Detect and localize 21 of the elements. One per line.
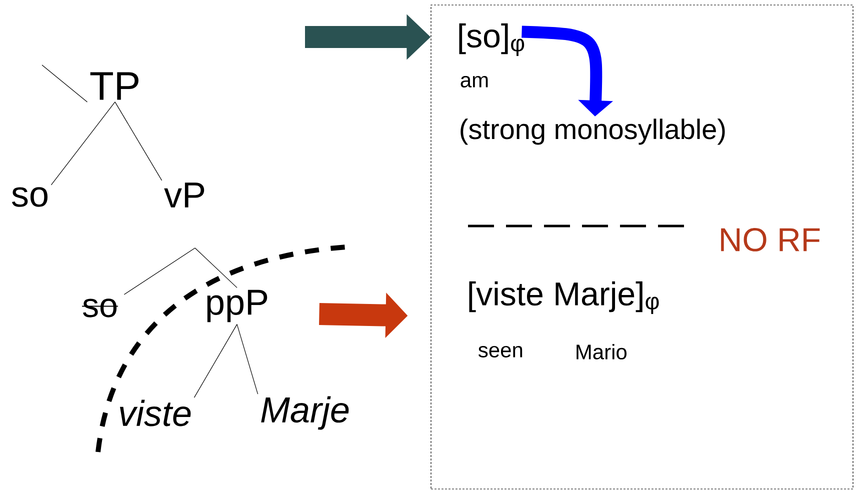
phrase-text: [so]$_{φ}$ — [459, 23, 524, 56]
tree-label: TP — [90, 72, 138, 100]
tree-label: vP — [164, 182, 204, 208]
branch-line — [194, 324, 238, 398]
gloss-text: seen — [478, 346, 522, 358]
dashed-frame — [430, 4, 854, 490]
branch-line — [42, 64, 88, 102]
branch-line — [124, 248, 196, 295]
gloss-text: Mario — [576, 344, 627, 360]
gloss-text: am — [460, 76, 488, 88]
phrase-text: (strong monosyllable) — [460, 118, 725, 145]
tree-label: Marje — [261, 396, 349, 430]
tree-label: ppP — [207, 290, 268, 322]
status-label: NO RF — [721, 228, 820, 252]
phrase-text: [viste Marje]$_{φ}$ — [469, 281, 659, 314]
branch-line — [236, 324, 258, 394]
tree-label: so — [12, 187, 48, 207]
branch-line — [194, 248, 238, 288]
branch-line — [114, 102, 162, 181]
branch-line — [50, 102, 116, 186]
tree-label: viste — [120, 400, 191, 426]
